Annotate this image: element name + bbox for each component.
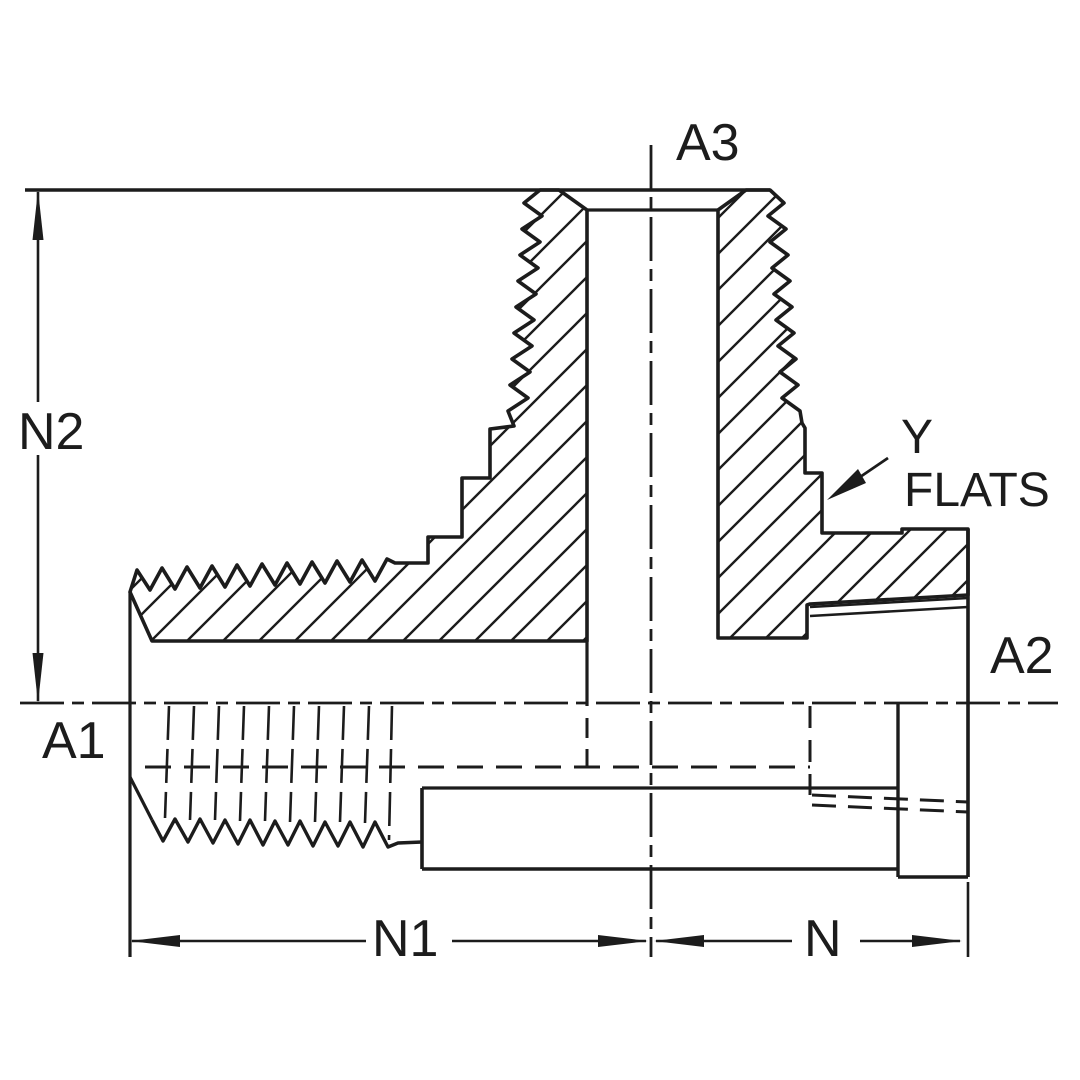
- socket-thread-hidden-2: [811, 803, 969, 814]
- dimension-n2: [32, 190, 44, 703]
- left-wall-section: [128, 188, 589, 643]
- arrowhead-left: [654, 935, 704, 947]
- label-flats: FLATS: [904, 464, 1050, 517]
- arrowhead-down: [32, 653, 44, 703]
- flats-leader: [827, 456, 889, 500]
- arrowhead-right: [598, 935, 648, 947]
- right-wall-section: [716, 188, 970, 640]
- dimension-n: [654, 882, 970, 957]
- left-lower-chamfer: [128, 776, 154, 821]
- label-n2: N2: [18, 403, 84, 461]
- dimension-n1: [130, 935, 648, 947]
- socket-thread-line-2: [809, 605, 969, 618]
- label-a2: A2: [990, 627, 1054, 685]
- label-a3: A3: [676, 114, 740, 172]
- centerlines: [20, 145, 1058, 957]
- arrowhead-up: [32, 190, 44, 240]
- arrowhead-right: [912, 935, 962, 947]
- leader-arrowhead: [827, 469, 866, 500]
- drawing-labels: A3 N2 A1 A2 Y FLATS N1 N: [18, 114, 1054, 968]
- left-thread-flank-lines: [163, 705, 394, 841]
- dimensions: [32, 190, 970, 957]
- arrowhead-left: [130, 935, 180, 947]
- left-thread-bottom-profile: [150, 817, 423, 849]
- label-a1: A1: [42, 712, 106, 770]
- label-n: N: [804, 910, 842, 968]
- socket-thread-hidden-1: [811, 793, 969, 804]
- label-n1: N1: [372, 910, 438, 968]
- label-y: Y: [901, 411, 933, 464]
- socket-thread-line-1: [809, 596, 969, 609]
- sectioned-walls: [128, 188, 970, 643]
